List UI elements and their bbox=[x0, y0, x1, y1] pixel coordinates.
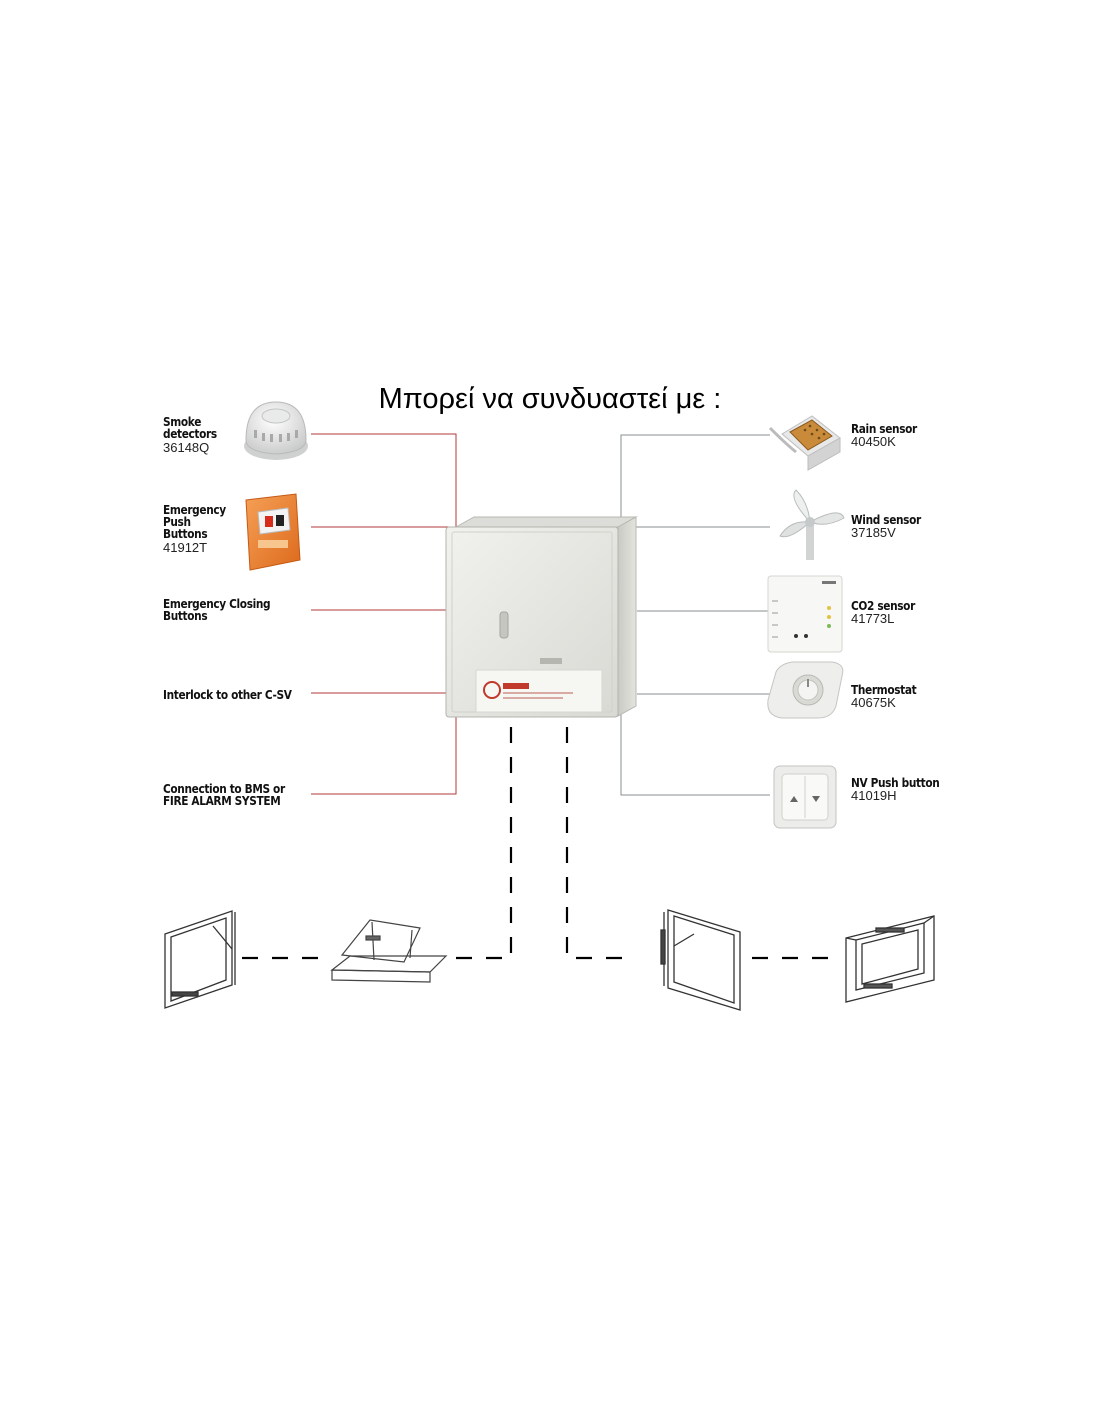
connector-rain-sensor bbox=[620, 434, 770, 527]
wind-sensor-label: Wind sensor bbox=[851, 513, 921, 527]
co2-sensor-label: CO2 sensor bbox=[851, 599, 915, 613]
rain-sensor-icon bbox=[768, 415, 841, 471]
co2-sensor-icon bbox=[767, 575, 843, 653]
dashed-links bbox=[242, 727, 840, 960]
wind-sensor-code: 37185V bbox=[851, 525, 896, 540]
right-connectors bbox=[620, 434, 770, 796]
emergency-push-buttons-code: 41912T bbox=[163, 540, 208, 555]
emergency-push-buttons-label: Emergency Push Buttons bbox=[163, 503, 226, 541]
thermostat-icon bbox=[767, 661, 844, 719]
co2-sensor-code: 41773L bbox=[851, 611, 895, 626]
roof-hatch-icon bbox=[330, 919, 448, 983]
dashed-link-right bbox=[565, 727, 630, 960]
thermostat-code: 40675K bbox=[851, 695, 896, 710]
connector-push-button bbox=[620, 705, 770, 796]
window-icon bbox=[660, 909, 741, 1011]
smoke-detector-icon bbox=[244, 401, 308, 460]
interlock-label: Interlock to other C-SV bbox=[163, 688, 292, 702]
emergency-push-button-icon bbox=[245, 493, 301, 571]
thermostat-label: Thermostat bbox=[851, 683, 917, 697]
bms-connection-label: Connection to BMS or FIRE ALARM SYSTEM bbox=[163, 782, 285, 808]
emergency-closing-buttons-label: Emergency Closing Buttons bbox=[163, 597, 271, 623]
window-icon bbox=[164, 910, 236, 1009]
rain-sensor-label: Rain sensor bbox=[851, 422, 917, 436]
rain-sensor-code: 40450K bbox=[851, 434, 896, 449]
left-connectors bbox=[311, 433, 457, 795]
window-icon bbox=[845, 915, 935, 1003]
nv-push-button-code: 41019H bbox=[851, 788, 897, 803]
connector-bms bbox=[311, 705, 457, 795]
smoke-detectors-code: 36148Q bbox=[163, 440, 210, 455]
push-button-icon bbox=[773, 765, 837, 829]
control-cabinet-icon bbox=[445, 516, 638, 718]
diagram-title: Μπορεί να συνδυαστεί με : bbox=[378, 383, 722, 415]
dashed-link-left bbox=[456, 727, 513, 960]
smoke-detectors-label: Smoke detectors bbox=[163, 415, 217, 441]
connector-smoke-detectors bbox=[311, 433, 457, 527]
wind-sensor-icon bbox=[779, 489, 845, 560]
nv-push-button-label: NV Push button bbox=[851, 776, 940, 790]
